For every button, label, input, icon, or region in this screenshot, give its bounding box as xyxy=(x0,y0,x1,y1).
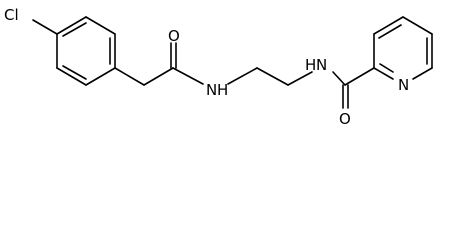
amide-hydrogen-2-label: H xyxy=(305,56,316,74)
c-cl-bond xyxy=(32,19,58,35)
pyridine-ring xyxy=(373,16,433,80)
amide-nitrogen-2-label: N xyxy=(316,56,327,74)
ethylene-bond xyxy=(256,67,289,86)
ch2-n2-bond xyxy=(287,71,313,86)
amide-nitrogen-1-label: N xyxy=(206,81,217,99)
chlorine-label: Cl xyxy=(4,6,19,24)
pyridine-nitrogen-label: N xyxy=(398,76,409,94)
amide-oxygen-2-label: O xyxy=(339,110,351,128)
ring-ch2-bond xyxy=(114,67,145,86)
n2-carbonyl-bond xyxy=(332,71,346,86)
ch2-carbonyl-bond xyxy=(143,67,174,86)
carbonyl-pyridine-bond xyxy=(344,67,375,86)
carbonyl-1-n-bond xyxy=(172,67,204,85)
n1-ch2-bond xyxy=(227,67,258,85)
molecule-structure: Cl O N H N H O N xyxy=(4,6,433,128)
amide-hydrogen-1-label: H xyxy=(217,81,228,99)
benzene-ring xyxy=(56,16,116,86)
amide-oxygen-1-label: O xyxy=(168,27,180,45)
